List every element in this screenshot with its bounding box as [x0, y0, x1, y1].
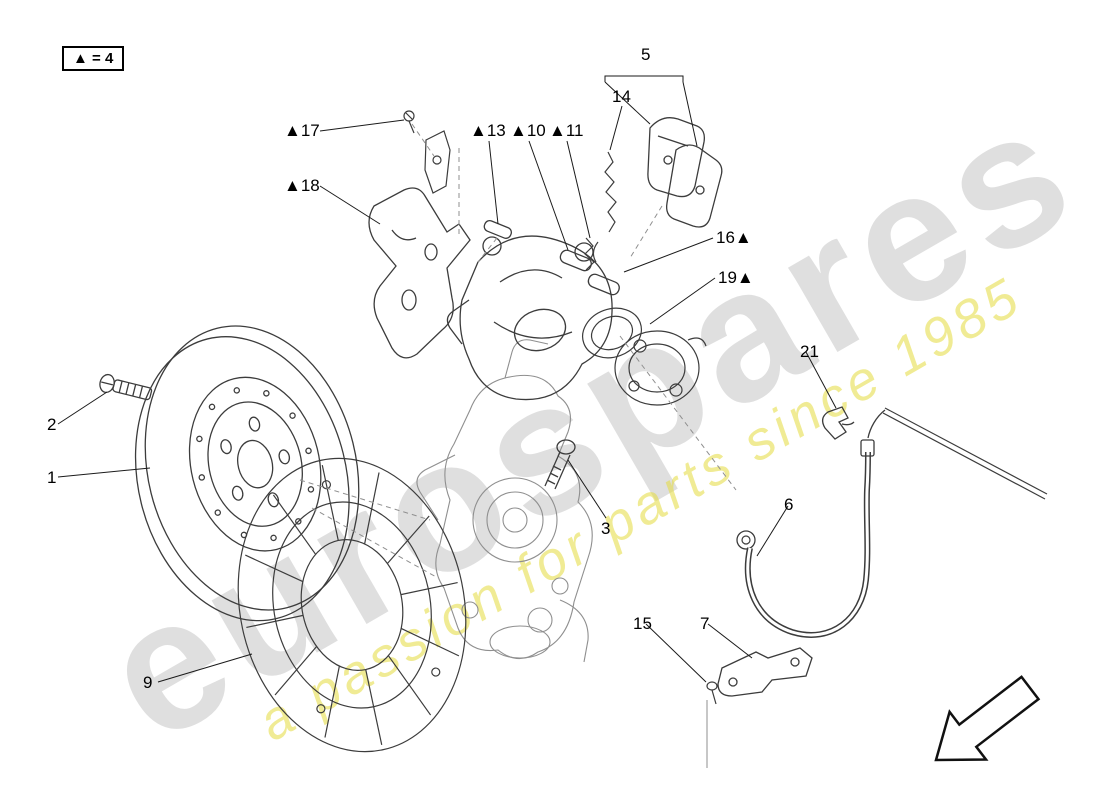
part-label-17[interactable]: ▲17: [284, 121, 320, 140]
part-label-11[interactable]: ▲11: [549, 121, 584, 140]
legend-box: ▲ = 4: [62, 46, 125, 71]
shim-plate: [424, 130, 451, 194]
direction-arrow-icon: [934, 675, 1041, 762]
hose-support-bracket: [706, 647, 813, 768]
hose-clip-bracket: [821, 406, 855, 440]
parking-brake-actuator: [582, 307, 707, 406]
brake-hose: [736, 407, 1048, 638]
hub-bolt: [544, 439, 576, 490]
pad-springs: [584, 151, 617, 271]
part-label-10[interactable]: ▲10: [510, 121, 546, 140]
part-label-1[interactable]: 1: [47, 468, 57, 487]
part-label-7[interactable]: 7: [700, 614, 710, 633]
caliper-mounting-bracket: [368, 187, 471, 359]
disc-screw: [99, 373, 153, 401]
part-label-2[interactable]: 2: [47, 415, 57, 434]
part-label-5[interactable]: 5: [641, 45, 651, 64]
bracket-bolt: [706, 681, 718, 705]
part-label-15[interactable]: 15: [633, 614, 652, 633]
dust-shield: [237, 457, 467, 753]
part-label-19[interactable]: 19▲: [718, 268, 754, 287]
part-label-14[interactable]: 14: [612, 87, 631, 106]
part-label-3[interactable]: 3: [601, 519, 611, 538]
wheel-hub-knuckle: [416, 339, 593, 663]
part-label-21[interactable]: 21: [800, 342, 819, 361]
shim-screw: [403, 110, 415, 134]
brake-pads: [647, 117, 723, 228]
part-label-16[interactable]: 16▲: [716, 228, 752, 247]
leader-lines: [57, 75, 837, 683]
part-label-13[interactable]: ▲13: [470, 121, 506, 140]
part-label-9[interactable]: 9: [143, 673, 153, 692]
legend-text: ▲ = 4: [73, 50, 114, 67]
assembly-guide-lines: [299, 123, 737, 579]
brake-disc: [134, 325, 360, 622]
part-label-18[interactable]: ▲18: [284, 176, 320, 195]
guide-pins: [483, 219, 620, 296]
part-label-6[interactable]: 6: [784, 495, 794, 514]
